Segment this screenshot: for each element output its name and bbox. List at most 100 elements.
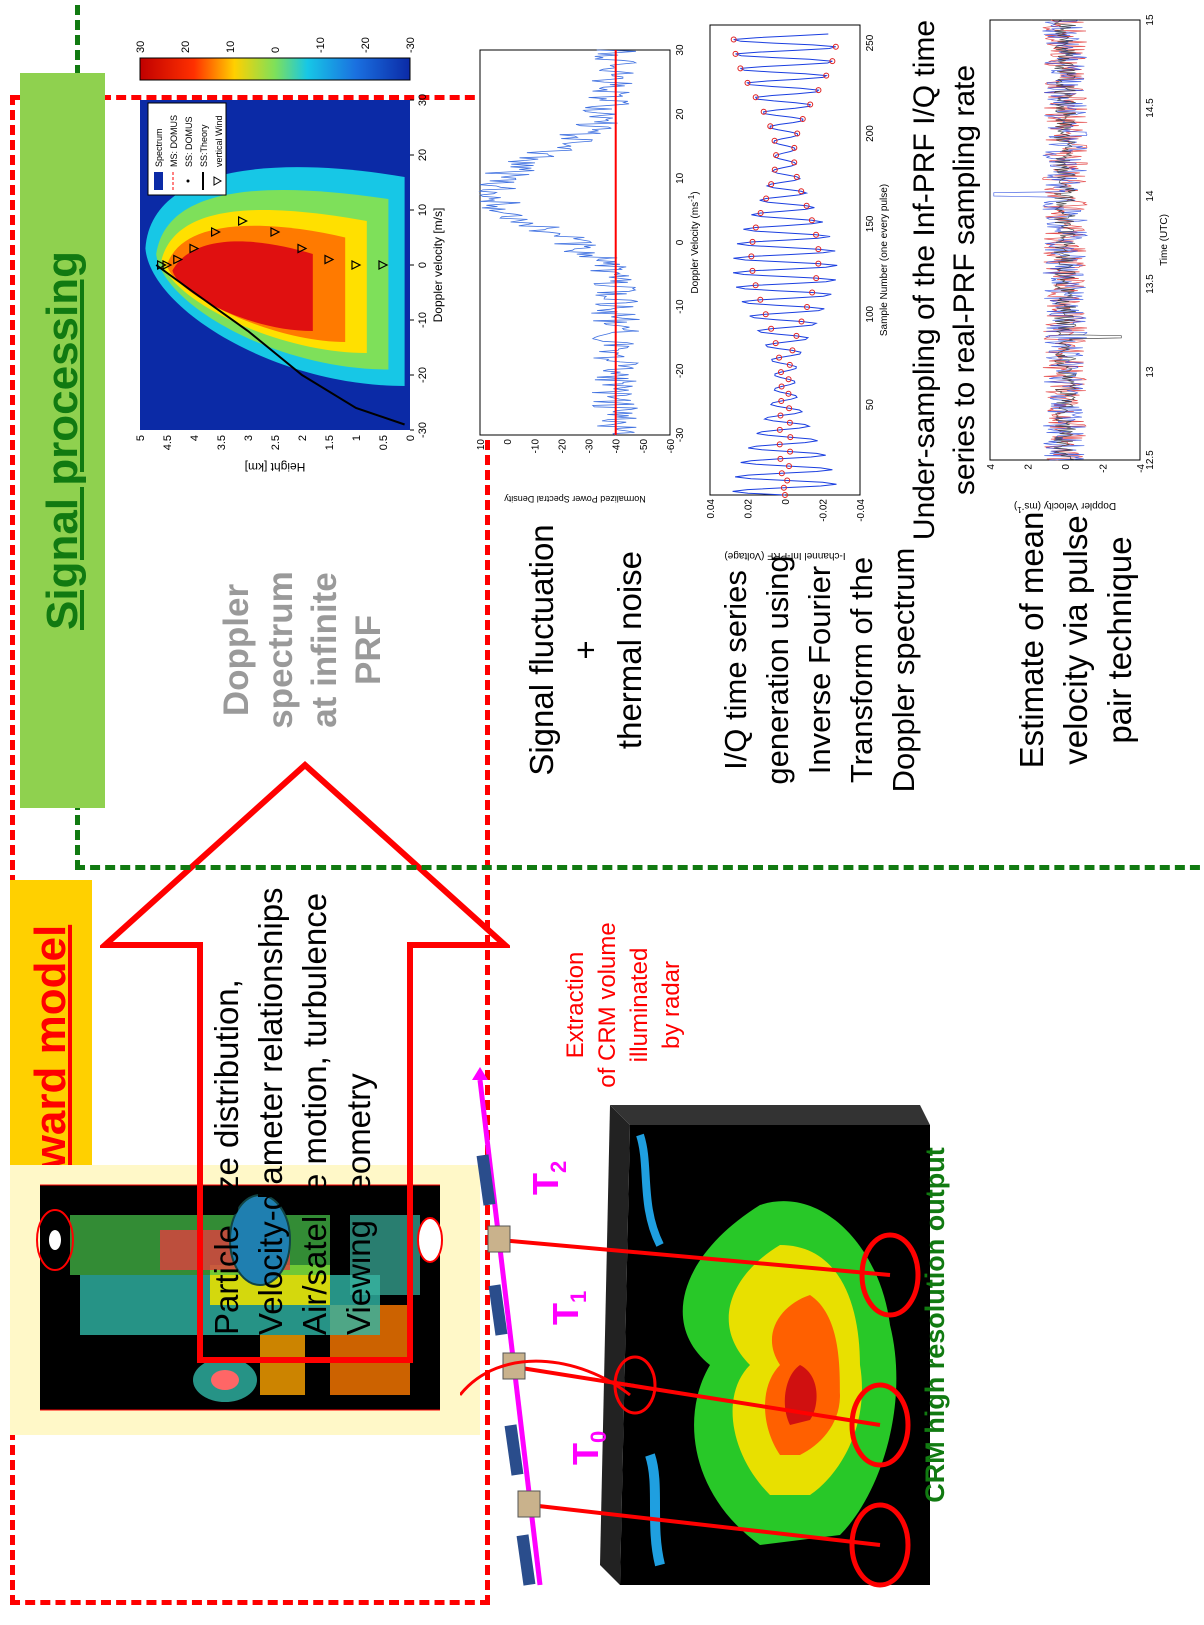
step-under-sampling: Under-sampling of the Inf-PRF I/Q time s… <box>905 10 985 550</box>
x-tick-label: -10 <box>675 299 686 314</box>
iq-sample-marker <box>785 390 792 397</box>
iq-sample-marker <box>791 159 798 166</box>
step2-line-3: thermal noise <box>611 550 648 750</box>
iq-sample-marker <box>778 398 785 404</box>
iq-sample-marker <box>815 246 822 253</box>
t0-base: T <box>565 1443 606 1465</box>
y-tick-label: 4.5 <box>162 435 174 450</box>
x-tick-label: 30 <box>417 94 429 106</box>
forward-arrow <box>100 760 510 1363</box>
x-tick-label: 13.5 <box>1145 274 1156 294</box>
y-tick-label: -4 <box>1136 464 1147 473</box>
iq-sample-marker <box>771 137 778 144</box>
x-tick-label: 30 <box>675 44 686 56</box>
x-tick-label: 50 <box>865 399 876 411</box>
iq-sample-marker <box>778 383 785 390</box>
vertical-wind-marker <box>189 243 200 254</box>
iq-sample-marker <box>768 181 775 188</box>
y-tick-label: 2 <box>297 435 309 441</box>
x-tick-label: 200 <box>865 125 876 142</box>
iq-sample-marker <box>813 275 820 282</box>
iq-sample-marker <box>780 484 787 491</box>
legend-entry: SS:Theory <box>199 124 209 167</box>
vertical-wind-marker <box>324 254 335 265</box>
x-tick-label: 15 <box>1145 14 1156 26</box>
doppler-spectrum-label: Doppler spectrum at infinite PRF <box>215 510 391 790</box>
y-tick-label: 0 <box>781 499 792 505</box>
x-tick-label: -10 <box>417 312 429 328</box>
x-tick-label: 150 <box>865 215 876 232</box>
y-tick-label: 3 <box>243 435 255 441</box>
iq-sample-marker <box>763 195 770 202</box>
iq-sample-marker <box>748 253 755 260</box>
iq-sample-marker <box>787 434 794 441</box>
y-tick-label: -30 <box>585 439 596 454</box>
y-tick-label: 0.04 <box>706 499 717 519</box>
y-tick-label: -60 <box>666 439 677 454</box>
heatmap-band-red <box>172 241 313 331</box>
iq-sample-marker <box>772 340 779 347</box>
x-tick-label: 0 <box>675 239 686 245</box>
legend-entry: Spectrum <box>154 128 164 167</box>
y-tick-label: 4 <box>986 464 997 470</box>
y-tick-label: 2.5 <box>270 435 282 450</box>
y-tick-label: 3.5 <box>216 435 228 450</box>
y-tick-label: -10 <box>530 439 541 454</box>
y-tick-label: 0.02 <box>744 499 755 519</box>
signal-processing-title: Signal processing <box>37 251 87 630</box>
doppler-label-line-4: PRF <box>349 615 388 685</box>
time-label-t0: T0 <box>565 1431 612 1465</box>
y-axis-label: I-channel Inf-PRF (Voltage) <box>724 550 845 561</box>
iq-sample-marker <box>829 58 836 65</box>
vertical-wind-marker <box>270 227 281 237</box>
x-tick-label: 13 <box>1145 366 1156 378</box>
legend-entry: vertical Wind <box>214 115 224 167</box>
x-tick-label: 14 <box>1145 190 1156 202</box>
iq-sample-marker <box>799 116 806 122</box>
iq-sample-marker <box>752 282 759 289</box>
step5-line-1: Estimate of mean <box>1013 511 1050 769</box>
colorbar-tick-label: -30 <box>405 37 417 53</box>
colorbar-tick-label: 10 <box>225 41 237 53</box>
arrow-line-3: Air/satellite motion, turbulence <box>296 892 333 1335</box>
signal-processing-title-box: Signal processing <box>20 73 105 808</box>
iq-sample-marker <box>782 492 788 498</box>
velocity-line-2 <box>1053 19 1122 461</box>
series-ss-theory <box>155 264 405 426</box>
t0-sub: 0 <box>586 1430 612 1443</box>
iq-sample-marker <box>793 332 800 339</box>
y-tick-label: 0 <box>503 439 514 445</box>
x-tick-label: 10 <box>675 172 686 184</box>
vertical-wind-marker <box>173 254 184 265</box>
iq-sample-marker <box>803 202 810 209</box>
iq-sample-marker <box>773 152 780 159</box>
iq-sample-marker <box>809 289 816 296</box>
step5-line-3: pair technique <box>1101 536 1138 744</box>
y-tick-label: 0.5 <box>378 435 390 450</box>
t1-sub: 1 <box>566 1290 592 1303</box>
iq-sample-marker <box>777 369 784 376</box>
x-tick-label: 100 <box>865 305 876 322</box>
colorbar-tick-label: 20 <box>180 41 192 53</box>
time-label-t2: T2 <box>525 1161 572 1195</box>
y-axis-label: Doppler Velocity (ms-1) <box>1014 500 1116 515</box>
arrow-line-1: Particle size distribution, <box>208 979 245 1335</box>
iq-sample-marker <box>815 260 822 267</box>
iq-sample-marker <box>757 210 764 216</box>
iq-sample-marker <box>752 224 759 231</box>
iq-sample-marker <box>757 296 764 303</box>
t2-sub: 2 <box>546 1160 572 1173</box>
x-tick-label: 20 <box>417 149 429 161</box>
doppler-label-line-1: Doppler <box>217 583 256 717</box>
iq-sample-marker <box>794 130 801 137</box>
x-tick-label: -30 <box>675 427 686 442</box>
arrow-line-2: Velocity-diameter relationships <box>252 887 289 1335</box>
iq-sample-marker <box>823 72 830 79</box>
step2-line-2: + <box>567 640 604 660</box>
x-tick-label: -20 <box>675 363 686 378</box>
spectrum-plot-area <box>479 49 671 436</box>
crm-caption: CRM high resolution output <box>920 1147 950 1503</box>
satellite-crm-illustration <box>460 1067 930 1588</box>
